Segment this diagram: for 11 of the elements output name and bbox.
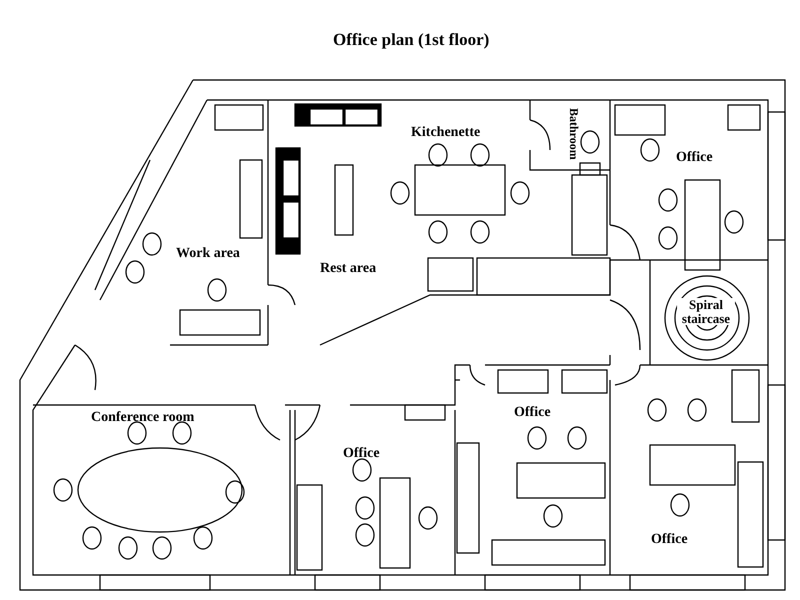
room-label: Kitchenette <box>411 126 480 141</box>
room-label: Office <box>676 151 713 166</box>
room-label: Bathroom <box>567 108 580 160</box>
plan-title: Office plan (1st floor) <box>333 31 490 49</box>
room-label: Office <box>651 533 688 548</box>
room-label: Office <box>343 447 380 462</box>
room-label: Work area <box>176 247 240 262</box>
room-label: Office <box>514 406 551 421</box>
room-label: Spiral staircase <box>677 298 735 326</box>
room-label: Rest area <box>320 262 376 277</box>
room-label: Conference room <box>91 411 194 426</box>
